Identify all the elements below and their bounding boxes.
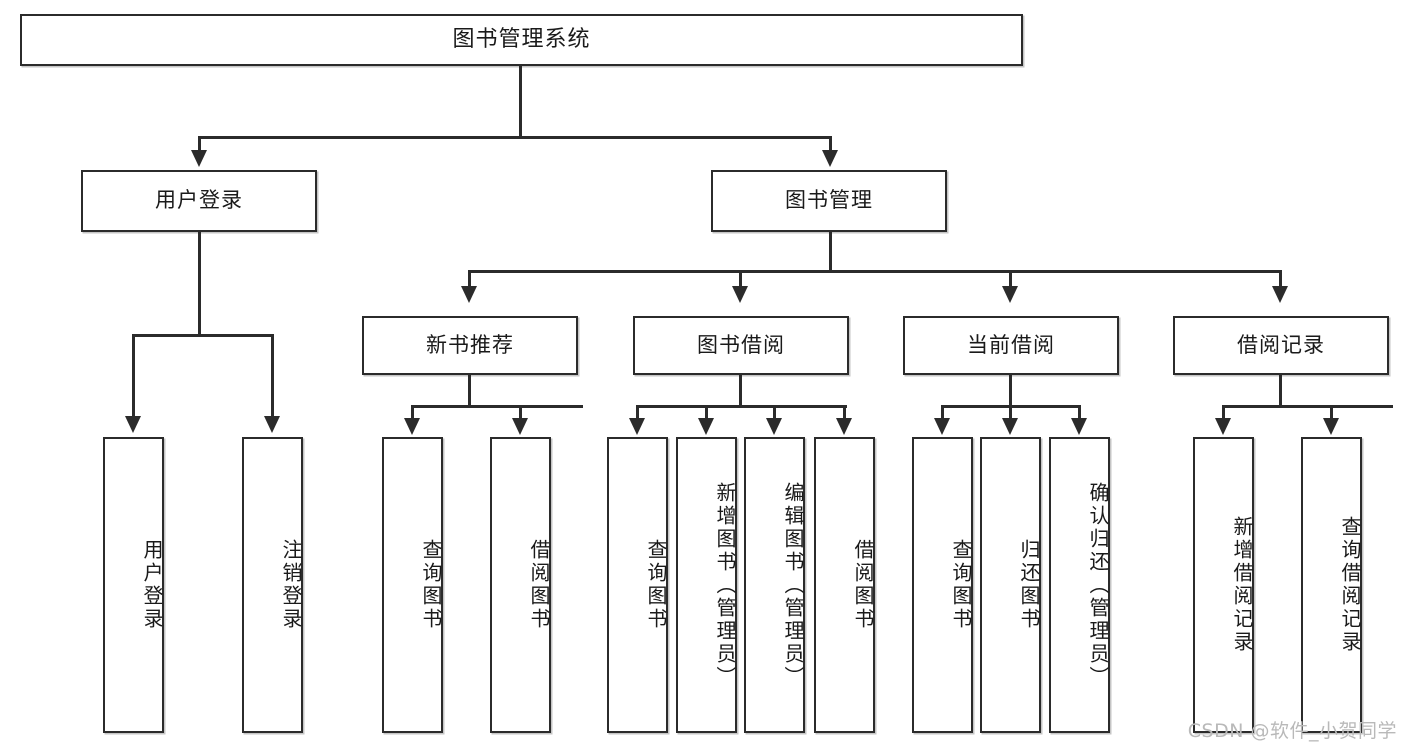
node-label: 借阅记录 [1237, 332, 1325, 357]
node-label: 新书推荐 [426, 332, 514, 357]
leaf-br-add-record[interactable]: 新增借阅记录 [1193, 437, 1254, 733]
connector-nbr-stem [468, 375, 471, 407]
connector-cb-drop-2 [1009, 405, 1012, 421]
leaf-label: 编辑图书（管理员） [781, 481, 805, 689]
arrow-to-leaf-cb-3 [1071, 418, 1087, 435]
connector-bb-drop-2 [705, 405, 708, 421]
leaf-cb-confirm-return-admin[interactable]: 确认归还（管理员） [1049, 437, 1110, 733]
connector-user-login-fan-bar [132, 334, 273, 337]
node-book-borrow[interactable]: 图书借阅 [633, 316, 849, 375]
node-user-login[interactable]: 用户登录 [81, 170, 317, 232]
leaf-label: 新增借阅记录 [1230, 516, 1254, 654]
node-label: 当前借阅 [967, 332, 1055, 357]
connector-bm-drop-4 [1279, 270, 1282, 290]
leaf-cb-return-book[interactable]: 归还图书 [980, 437, 1041, 733]
leaf-label: 借阅图书 [527, 539, 551, 631]
node-label: 图书借阅 [697, 332, 785, 357]
connector-nbr-drop-1 [411, 405, 414, 421]
connector-bm-drop-3 [1009, 270, 1012, 290]
leaf-user-login[interactable]: 用户登录 [103, 437, 164, 733]
leaf-label: 用户登录 [140, 539, 164, 631]
connector-user-login-drop-1 [132, 334, 135, 420]
connector-cb-drop-1 [941, 405, 944, 421]
node-book-management[interactable]: 图书管理 [711, 170, 947, 232]
arrow-to-leaf-nbr-2 [512, 418, 528, 435]
connector-nbr-fan-bar [411, 405, 583, 408]
leaf-label: 借阅图书 [851, 539, 875, 631]
connector-cb-stem [1009, 375, 1012, 407]
arrow-to-leaf-bb-3 [766, 418, 782, 435]
leaf-label: 查询借阅记录 [1338, 516, 1362, 654]
node-new-book-recommend[interactable]: 新书推荐 [362, 316, 578, 375]
leaf-bb-query-book[interactable]: 查询图书 [607, 437, 668, 733]
leaf-label: 归还图书 [1017, 539, 1041, 631]
connector-bm-drop-2 [739, 270, 742, 290]
connector-bb-drop-1 [636, 405, 639, 421]
arrow-to-borrow-record [1272, 286, 1288, 303]
connector-root-fan-bar [198, 136, 832, 139]
arrow-to-book-management [822, 150, 838, 167]
connector-bb-drop-4 [843, 405, 846, 421]
arrow-to-leaf-nbr-1 [404, 418, 420, 435]
arrow-to-leaf-br-2 [1323, 418, 1339, 435]
node-root-book-management-system[interactable]: 图书管理系统 [20, 14, 1023, 66]
arrow-to-current-borrow [1002, 286, 1018, 303]
connector-br-stem [1279, 375, 1282, 407]
leaf-bb-add-book-admin[interactable]: 新增图书（管理员） [676, 437, 737, 733]
leaf-br-query-record[interactable]: 查询借阅记录 [1301, 437, 1362, 733]
arrow-to-leaf-bb-4 [836, 418, 852, 435]
connector-nbr-drop-2 [519, 405, 522, 421]
arrow-to-user-login [191, 150, 207, 167]
node-label: 图书管理系统 [452, 26, 591, 52]
csdn-watermark: CSDN @软件_小贺同学 [1187, 720, 1397, 742]
arrow-to-leaf-cb-1 [934, 418, 950, 435]
leaf-logout[interactable]: 注销登录 [242, 437, 303, 733]
arrow-to-new-book-recommend [461, 286, 477, 303]
connector-br-drop-1 [1222, 405, 1225, 421]
connector-book-management-stem [829, 232, 832, 272]
connector-bb-fan-bar [636, 405, 847, 408]
leaf-label: 查询图书 [644, 539, 668, 631]
connector-bb-drop-3 [773, 405, 776, 421]
connector-br-drop-2 [1330, 405, 1333, 421]
leaf-label: 查询图书 [949, 539, 973, 631]
connector-bb-stem [739, 375, 742, 407]
node-current-borrow[interactable]: 当前借阅 [903, 316, 1119, 375]
arrow-to-leaf-br-1 [1215, 418, 1231, 435]
connector-br-fan-bar [1222, 405, 1393, 408]
arrow-to-leaf-bb-2 [698, 418, 714, 435]
leaf-label: 注销登录 [279, 539, 303, 631]
connector-root-stem [519, 66, 522, 138]
arrow-to-leaf-logout [264, 416, 280, 433]
leaf-cb-query-book[interactable]: 查询图书 [912, 437, 973, 733]
leaf-label: 确认归还（管理员） [1086, 481, 1110, 689]
arrow-to-leaf-bb-1 [629, 418, 645, 435]
node-borrow-record[interactable]: 借阅记录 [1173, 316, 1389, 375]
connector-book-management-fan-bar [468, 270, 1279, 273]
connector-root-drop-left [198, 136, 201, 154]
leaf-label: 查询图书 [419, 539, 443, 631]
leaf-nbr-borrow-book[interactable]: 借阅图书 [490, 437, 551, 733]
arrow-to-leaf-cb-2 [1002, 418, 1018, 435]
connector-user-login-drop-2 [271, 334, 274, 420]
connector-cb-drop-3 [1078, 405, 1081, 421]
leaf-bb-borrow-book[interactable]: 借阅图书 [814, 437, 875, 733]
leaf-nbr-query-book[interactable]: 查询图书 [382, 437, 443, 733]
node-label: 用户登录 [155, 188, 243, 213]
arrow-to-leaf-user-login [125, 416, 141, 433]
connector-root-drop-right [829, 136, 832, 154]
connector-bm-drop-1 [468, 270, 471, 290]
node-label: 图书管理 [785, 188, 873, 213]
leaf-bb-edit-book-admin[interactable]: 编辑图书（管理员） [744, 437, 805, 733]
leaf-label: 新增图书（管理员） [713, 481, 737, 689]
connector-user-login-stem [198, 232, 201, 336]
arrow-to-book-borrow [732, 286, 748, 303]
